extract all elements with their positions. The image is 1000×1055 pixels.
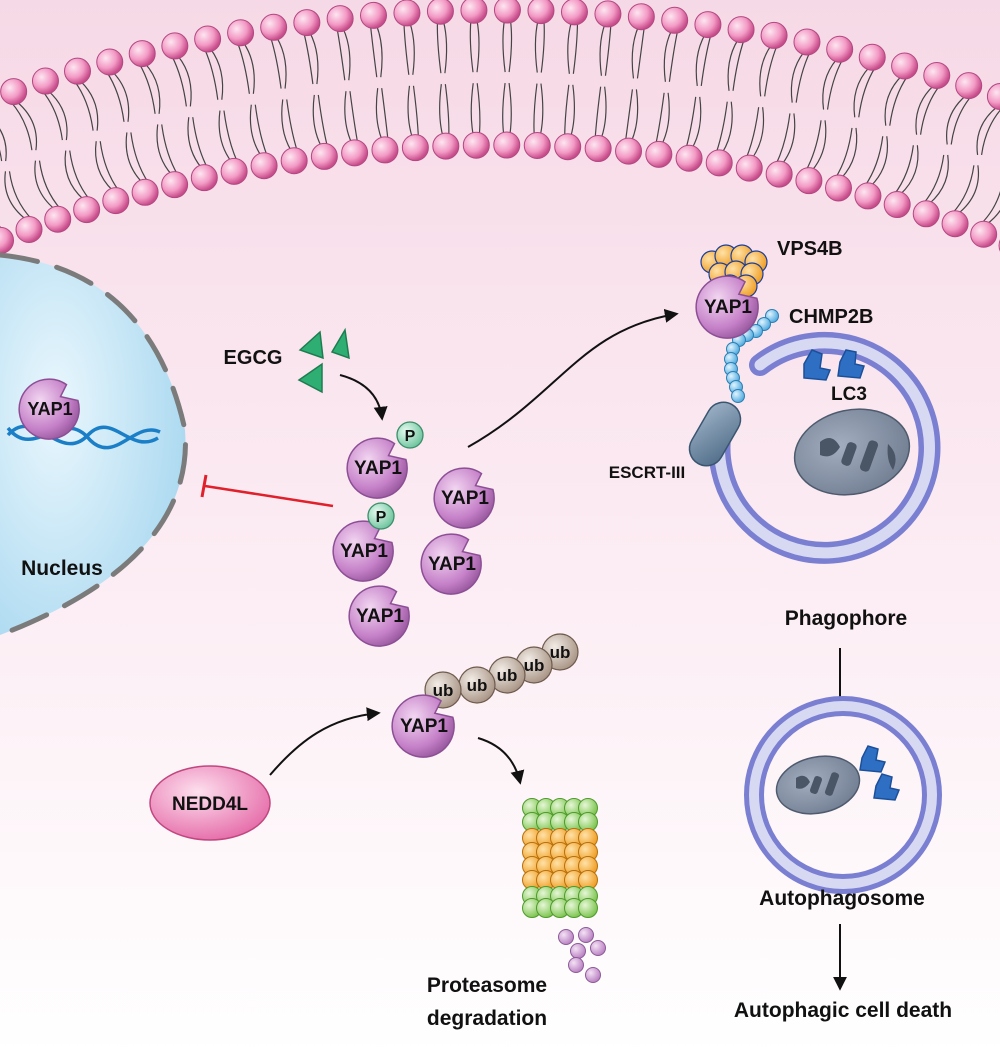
autophagosome-label: Autophagosome	[759, 887, 925, 910]
phospho-group: P	[367, 502, 395, 530]
vps4b-label: VPS4B	[777, 238, 843, 260]
yap1-label: YAP1	[340, 541, 388, 562]
yap1-label: YAP1	[27, 399, 72, 419]
degraded-peptides	[558, 927, 606, 983]
ubiquitin-label: ub	[467, 676, 488, 695]
yap1-protein: YAP1	[420, 533, 482, 595]
nucleus	[0, 252, 188, 638]
chmp2b-label: CHMP2B	[789, 306, 873, 328]
yap1-protein: YAP1	[695, 275, 759, 339]
yap1-protein: YAP1	[348, 585, 410, 647]
yap1-protein: YAP1	[18, 378, 80, 440]
nucleus-label: Nucleus	[21, 557, 103, 580]
egcg-molecules	[297, 327, 350, 394]
autophagosome	[744, 696, 942, 894]
proteasome-label-line1: Proteasome	[427, 974, 547, 997]
arrow-to-proteasome	[477, 737, 525, 785]
yap1-protein: YAP1	[391, 694, 455, 758]
egcg-label: EGCG	[224, 347, 283, 369]
yap1-label: YAP1	[354, 458, 402, 479]
proteasome	[522, 798, 598, 918]
arrow-nedd4l-yap1	[269, 707, 381, 776]
mitochondrion	[793, 408, 911, 496]
yap1-label: YAP1	[704, 297, 752, 318]
yap1-label: YAP1	[441, 488, 489, 509]
yap1-protein: YAP1	[332, 520, 394, 582]
lc3-proteins	[803, 349, 865, 381]
arrow-to-escrt	[467, 308, 679, 448]
yap1-protein: YAP1	[695, 275, 759, 339]
proteasome-label-line2: degradation	[427, 1007, 547, 1030]
yap1-protein: YAP1	[433, 467, 495, 529]
ubiquitin: ub	[458, 666, 496, 704]
yap1-label: YAP1	[428, 554, 476, 575]
phospho-label: P	[376, 509, 387, 526]
egcg-arrow	[339, 374, 388, 421]
cell-membrane	[0, 0, 1000, 254]
ubiquitin: ub	[424, 671, 462, 709]
phospho-label: P	[405, 428, 416, 445]
chmp2b-chain	[724, 309, 779, 403]
escrt-label: ESCRT-III	[609, 463, 686, 482]
ubiquitin-label: ub	[550, 643, 571, 662]
yap1-protein: YAP1	[391, 694, 455, 758]
phospho-group: P	[396, 421, 424, 449]
phagophore-label: Phagophore	[785, 607, 908, 630]
ubiquitin: ub	[488, 656, 526, 694]
yap1-protein: YAP1	[346, 437, 408, 499]
ubiquitin-label: ub	[497, 666, 518, 685]
autophagic-cell-death-label: Autophagic cell death	[734, 999, 952, 1022]
ubiquitin-label: ub	[433, 681, 454, 700]
nedd4l-label: NEDD4L	[172, 794, 248, 815]
nedd4l: NEDD4L	[149, 765, 271, 841]
inhibition-line	[200, 474, 334, 508]
yap1-protein: YAP1	[18, 378, 80, 440]
yap1-label: YAP1	[356, 606, 404, 627]
yap1-label: YAP1	[400, 716, 448, 737]
ubiquitin-label: ub	[524, 656, 545, 675]
phagophore	[708, 331, 941, 564]
escrt-iii	[688, 401, 742, 467]
lc3-label: LC3	[831, 384, 867, 405]
